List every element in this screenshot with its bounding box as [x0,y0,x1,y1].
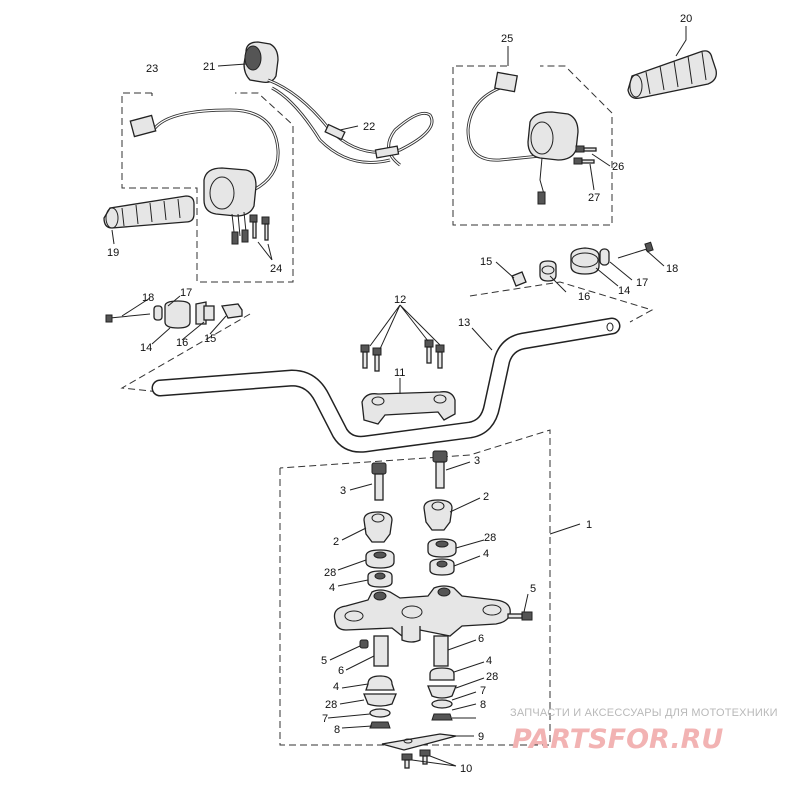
group-outline-yoke [279,429,551,746]
insert-15-right [511,271,527,287]
throttle-housing-21 [243,41,279,84]
label-28-right-top: 28 [484,532,496,544]
bolt-5-left [359,639,369,649]
label-26: 26 [612,161,624,173]
bolt-3-left [371,462,387,501]
label-6-left: 6 [338,665,344,677]
label-28-left-top: 28 [324,567,336,579]
label-3-right: 3 [474,455,480,467]
label-28-right-bottom: 28 [486,671,498,683]
label-21: 21 [203,61,215,73]
label-27: 27 [588,192,600,204]
projection-line-left [120,313,251,393]
bolts-10 [401,749,431,769]
handlebar-clamp-11 [361,391,456,425]
label-17-left: 17 [180,287,192,299]
label-25: 25 [501,33,513,45]
label-16-right: 16 [578,291,590,303]
washer-4-right-bottom [429,667,455,681]
label-13: 13 [458,317,470,329]
washer-4-left-bottom [365,675,395,691]
label-2-left: 2 [333,536,339,548]
label-5-left: 5 [321,655,327,667]
sleeve-6-right [433,635,449,667]
watermark-logo: PARTSFOR.RU [512,724,723,755]
label-4-left-bottom: 4 [333,681,339,693]
bolt-12-c [424,339,434,364]
label-18-right: 18 [666,263,678,275]
label-18-left: 18 [142,292,154,304]
rubber-28-left-bottom [363,693,397,707]
riser-2-right [423,499,453,531]
label-20: 20 [680,13,692,25]
top-yoke [333,585,511,643]
label-14-left: 14 [140,342,152,354]
label-10: 10 [460,763,472,775]
label-1: 1 [586,519,592,531]
label-12: 12 [394,294,406,306]
bolt-12-a [360,344,370,369]
right-grip-20 [627,50,717,99]
rubber-28-right-top [427,538,457,558]
label-17-right: 17 [636,277,648,289]
washer-7-right [431,699,453,709]
group-outline-left-switch [121,92,294,283]
label-19: 19 [107,247,119,259]
label-3-left: 3 [340,485,346,497]
washer-7-left [369,708,391,718]
rubber-28-right-bottom [427,685,457,699]
end-weight-bolt-18-right [617,247,651,259]
nut-8-left [369,721,391,729]
watermark-caption: ЗАПЧАСТИ И АКСЕССУАРЫ ДЛЯ МОТОТЕХНИКИ [510,707,778,719]
label-24: 24 [270,263,282,275]
bolt-12-d [435,344,445,369]
riser-2-left [363,511,393,543]
label-8-right: 8 [480,699,486,711]
rubber-16-right [539,260,557,282]
end-weight-14-left [164,300,191,329]
throttle-cables-22 [267,78,434,167]
bolt-3-right [432,450,448,489]
label-23: 23 [146,63,158,75]
label-8-left: 8 [334,724,340,736]
end-weight-bolt-18-left [109,313,151,319]
leader-lines [111,26,687,767]
nut-8-right [431,713,453,721]
label-5-right: 5 [530,583,536,595]
label-15-right: 15 [480,256,492,268]
handlebar-bolt-hole [606,322,614,332]
label-16-left: 16 [176,337,188,349]
label-14-right: 14 [618,285,630,297]
left-grip-19 [103,195,195,229]
spacer-17-left [153,305,163,321]
bolt-12-b [372,347,382,372]
label-4-right-bottom: 4 [486,655,492,667]
plate-9 [381,733,457,751]
right-switch-25 [466,71,579,205]
group-outline-right-switch [452,65,613,226]
label-15-left: 15 [204,333,216,345]
rubber-28-left-top [365,549,395,569]
label-2-right: 2 [483,491,489,503]
spacer-17-right [599,248,610,266]
projection-line-right [469,281,654,323]
end-weight-14-right [570,247,600,275]
switch-screws-24 [249,214,270,241]
label-6-right: 6 [478,633,484,645]
label-11: 11 [394,367,405,379]
label-4-left-top: 4 [329,582,335,594]
left-switch-23 [129,108,280,245]
label-7-left: 7 [322,713,328,725]
label-28-left-bottom: 28 [325,699,337,711]
label-9: 9 [478,731,484,743]
label-4-right-top: 4 [483,548,489,560]
label-22: 22 [363,121,375,133]
insert-15-left [221,303,243,319]
switch-screws-26-27 [573,145,597,165]
sleeve-6-left [373,635,389,667]
label-7-right: 7 [480,685,486,697]
bolt-5-right [507,611,533,621]
